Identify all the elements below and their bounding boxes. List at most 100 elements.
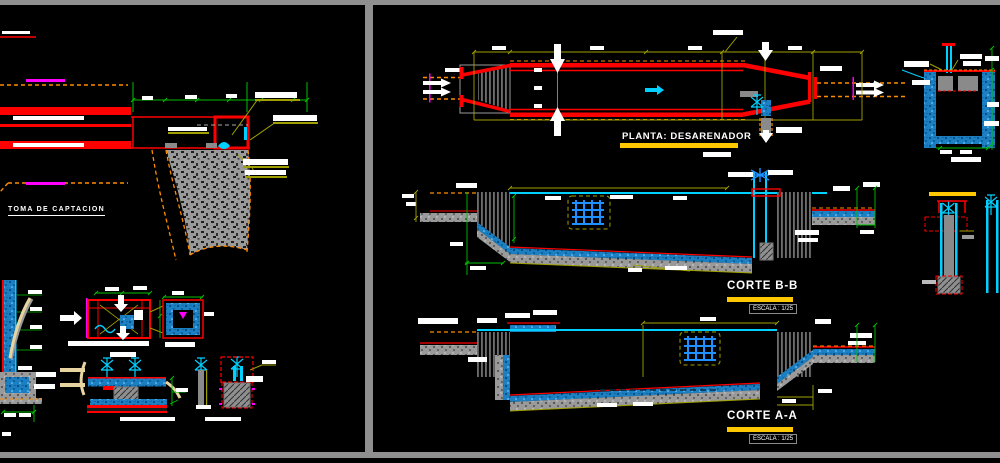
annotation-bar xyxy=(196,405,211,409)
dim-text-bar xyxy=(688,46,702,50)
annotation-bar xyxy=(633,402,653,406)
flow-arrow xyxy=(114,295,128,312)
dim-text-bar xyxy=(30,345,42,349)
viewport-border-bottom xyxy=(0,452,1000,458)
section-cut-arrow xyxy=(550,107,565,136)
dim-text-bar xyxy=(470,266,486,270)
magenta-marker xyxy=(26,182,65,185)
dim-text-bar xyxy=(4,413,16,417)
gate-box xyxy=(213,115,250,150)
corte-aa-drawing xyxy=(418,310,878,412)
flow-arrow xyxy=(856,80,884,90)
dim-text-bar xyxy=(30,307,42,311)
annotation-bar xyxy=(545,196,561,200)
dim-text-bar xyxy=(226,94,237,98)
inlet-weir xyxy=(510,325,556,332)
annotation-bar xyxy=(246,376,263,382)
dim-text-bar xyxy=(590,46,604,50)
dim-text-bar xyxy=(534,104,542,108)
concrete-block xyxy=(223,382,251,408)
annotation-bar xyxy=(477,318,497,323)
pipe-elevation-detail xyxy=(194,357,241,421)
section-aa-scale: ESCALA : 1/25 xyxy=(749,434,798,444)
gate-chamber-plan-detail xyxy=(60,286,164,346)
magenta-arrow xyxy=(179,312,187,319)
flow-arrow xyxy=(423,87,451,97)
annotation-bar xyxy=(610,195,633,199)
riser-pipes-detail xyxy=(922,192,999,295)
dim-text-bar xyxy=(860,230,874,234)
annotation-bar xyxy=(960,54,982,59)
annotation-bar xyxy=(533,310,557,315)
dim-text-bar xyxy=(628,268,642,272)
pipe-section xyxy=(87,411,167,413)
section-cut-arrow xyxy=(758,42,773,61)
annotation-bar xyxy=(243,159,288,165)
annotation-bar xyxy=(456,183,477,188)
outlet-wall-hatch xyxy=(777,192,812,258)
section-cut-arrow xyxy=(550,44,565,73)
dim-text-bar xyxy=(492,46,506,50)
corte-bb-drawing xyxy=(402,167,880,275)
wall-section-detail xyxy=(0,280,56,422)
dim-text-bar xyxy=(402,194,414,198)
dim-text-bar xyxy=(700,317,716,321)
dim-text-bar xyxy=(788,46,802,50)
intake-plan-title: TOMA DE CAPTACION xyxy=(8,206,106,216)
gate-valve-icon xyxy=(218,142,230,149)
pipe-stub-icon xyxy=(244,127,247,140)
annotation-bar xyxy=(863,182,880,187)
annotation-bar xyxy=(713,30,743,35)
detail-title-bar xyxy=(205,417,241,421)
annotation-bar xyxy=(833,186,850,191)
annotation-bar xyxy=(963,61,981,66)
detail-title-bar xyxy=(68,341,149,346)
dim-text-bar xyxy=(142,96,153,100)
annotation-bar xyxy=(904,61,929,67)
anchor-block-detail xyxy=(219,356,276,409)
basin-floor xyxy=(510,248,752,264)
annotation-bar xyxy=(168,127,207,131)
dim-text-bar xyxy=(987,102,999,107)
section-aa-title: CORTE A-A xyxy=(727,410,798,422)
annotation-bar xyxy=(468,357,487,362)
annotation-bar xyxy=(912,80,930,85)
annotation-bar xyxy=(795,230,819,235)
annotation-bar xyxy=(850,333,872,338)
down-arrow xyxy=(759,130,773,143)
dim-text-bar xyxy=(984,121,999,126)
viewport-divider xyxy=(365,0,373,458)
dim-text-bar xyxy=(19,413,31,417)
flow-arrow xyxy=(116,326,130,340)
annotation-bar xyxy=(505,313,530,318)
annotation-bar xyxy=(34,384,55,389)
section-bb-title: CORTE B-B xyxy=(727,280,799,292)
dim-text-bar xyxy=(985,56,999,61)
annotation-bar xyxy=(110,352,136,357)
annotation-bar xyxy=(255,92,297,98)
annotation-bar xyxy=(273,115,317,121)
dim-text-bar xyxy=(30,325,42,329)
annotation-bar xyxy=(36,372,56,377)
screen-grid-detail xyxy=(679,331,721,366)
annotation-bar xyxy=(951,157,981,162)
title-underline xyxy=(727,297,793,302)
flow-arrow xyxy=(856,88,884,97)
vent-chamber-detail xyxy=(901,43,999,162)
title-underline xyxy=(727,427,793,432)
annotation-bar xyxy=(445,68,461,72)
annotation-bar xyxy=(2,432,11,436)
chamber-plan-detail xyxy=(157,291,214,347)
valve-icon xyxy=(128,357,142,379)
dim-text-bar xyxy=(133,286,147,290)
viewport-border-top xyxy=(0,0,1000,5)
flow-arrow xyxy=(423,78,451,88)
inlet-screen-hatch xyxy=(478,67,509,110)
inlet-wall-hatch xyxy=(477,192,510,247)
dim-text-bar xyxy=(534,68,542,72)
dim-text-bar xyxy=(782,399,796,403)
desarenador-plan-title: PLANTA: DESARENADOR xyxy=(622,131,752,142)
concrete-block xyxy=(937,276,961,294)
dim-text-bar xyxy=(665,266,687,270)
